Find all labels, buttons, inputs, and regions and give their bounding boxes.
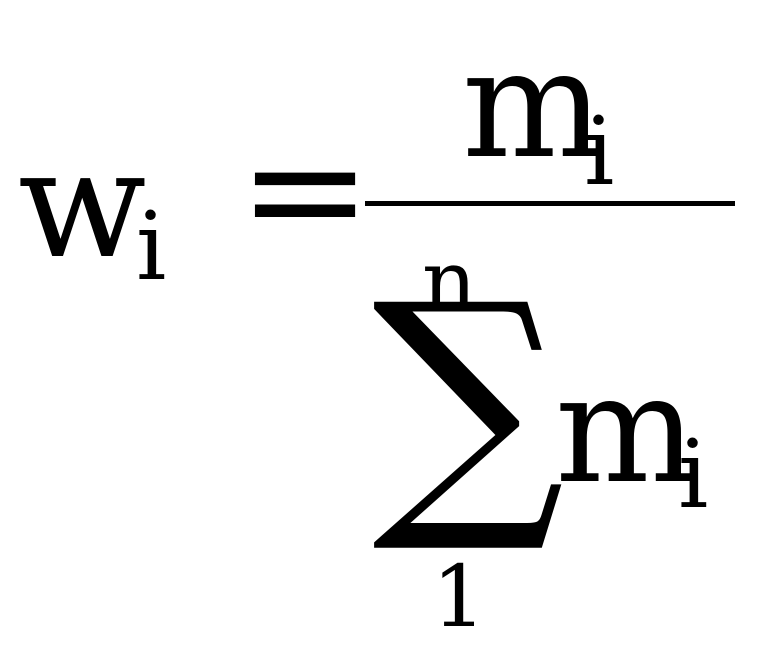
equals-sign: = [238, 96, 373, 283]
denominator-subscript-i: i [678, 420, 709, 530]
sum-upper-limit-n: n [422, 233, 477, 332]
lhs-subscript-i: i [136, 192, 167, 302]
summation-sigma: ∑ [372, 245, 565, 560]
numerator-base-m: m [462, 18, 605, 192]
sum-lower-limit-1: 1 [432, 548, 487, 647]
lhs-base-w: w [18, 118, 147, 292]
fraction-bar [365, 201, 735, 206]
denominator-base-m: m [555, 343, 698, 517]
numerator-subscript-i: i [584, 97, 615, 207]
